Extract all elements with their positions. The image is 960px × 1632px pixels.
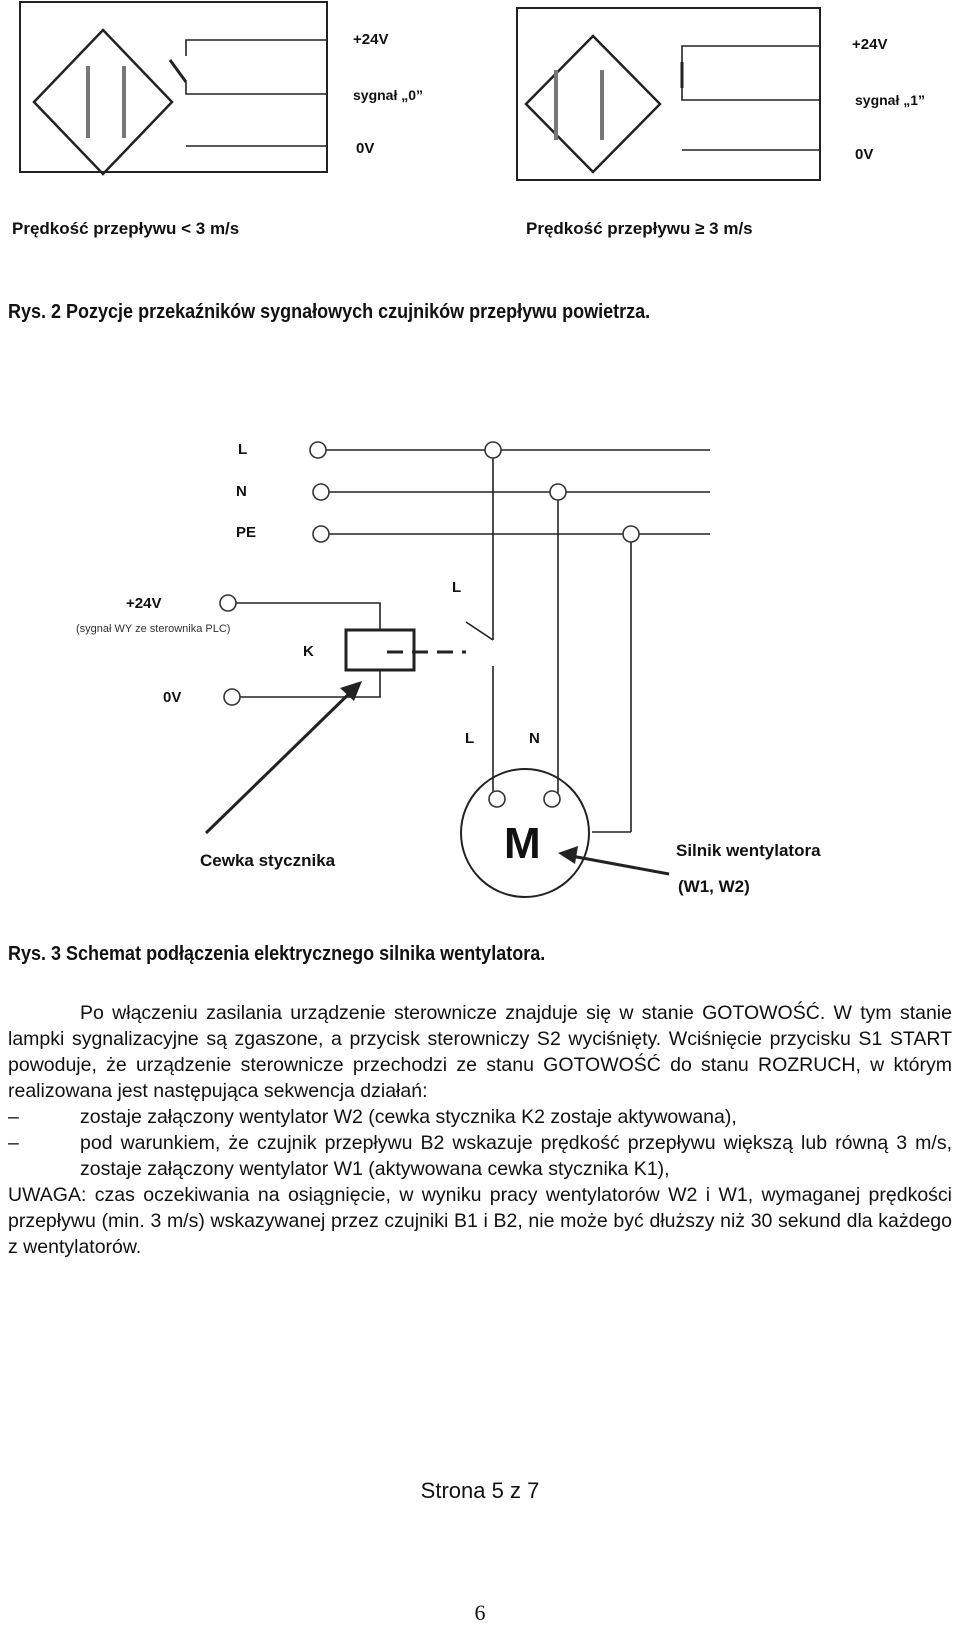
plc-note: (sygnał WY ze sterownika PLC)	[76, 623, 231, 635]
paragraph-intro: Po włączeniu zasilania urządzenie sterow…	[8, 1002, 952, 1102]
line-l-label: L	[238, 441, 248, 458]
contactor-coil	[344, 628, 416, 672]
fig2-right-signal: sygnał „1”	[855, 92, 926, 108]
list-item: – zostaje załączony wentylator W2 (cewka …	[8, 1104, 952, 1130]
sensor-box-left	[19, 1, 328, 173]
fig2-left-caption: Prędkość przepływu < 3 m/s	[12, 219, 240, 238]
list-item-text: pod warunkiem, że czujnik przepływu B2 w…	[80, 1132, 952, 1180]
sensor-box-right	[516, 7, 821, 181]
fig2-right-24v: +24V	[852, 36, 888, 53]
body-text: Po włączeniu zasilania urządzenie sterow…	[8, 1000, 952, 1260]
paragraph-note: UWAGA: czas oczekiwania na osiągnięcie, …	[8, 1184, 952, 1258]
coil-k-label: K	[303, 643, 314, 660]
fig2-right-caption: Prędkość przepływu ≥ 3 m/s	[526, 219, 753, 238]
motor-n-label: N	[529, 730, 540, 747]
switch-l-label: L	[452, 579, 462, 596]
list-item-text: zostaje załączony wentylator W2 (cewka s…	[80, 1106, 737, 1128]
motor-symbol: M	[504, 819, 541, 868]
fig2-left-0v: 0V	[356, 140, 375, 157]
fig2-left-24v: +24V	[353, 31, 389, 48]
line-pe-label: PE	[236, 524, 257, 541]
motor-l-label: L	[465, 730, 475, 747]
fig2-title: Rys. 2 Pozycje przekaźników sygnałowych …	[8, 301, 651, 323]
motor-circle	[460, 768, 590, 898]
page-indicator: Strona 5 z 7	[420, 1478, 540, 1503]
page-number: 6	[474, 1600, 486, 1625]
motor-annotation-2: (W1, W2)	[678, 877, 750, 896]
plc-24v-label: +24V	[126, 595, 162, 612]
fig2-right-0v: 0V	[855, 146, 874, 163]
list-item: – pod warunkiem, że czujnik przepływu B2 …	[8, 1130, 952, 1182]
motor-annotation-1: Silnik wentylatora	[676, 841, 821, 860]
coil-annotation: Cewka stycznika	[200, 851, 336, 870]
sensor-diamond-left	[32, 28, 174, 176]
list-dash: –	[8, 1106, 19, 1128]
fig2-left-signal: sygnał „0”	[353, 87, 424, 103]
line-n-label: N	[236, 483, 247, 500]
sensor-diamond-right	[524, 34, 662, 174]
plc-0v-label: 0V	[163, 689, 182, 706]
fig3-title: Rys. 3 Schemat podłączenia elektrycznego…	[8, 943, 546, 965]
list-dash: –	[8, 1132, 19, 1154]
